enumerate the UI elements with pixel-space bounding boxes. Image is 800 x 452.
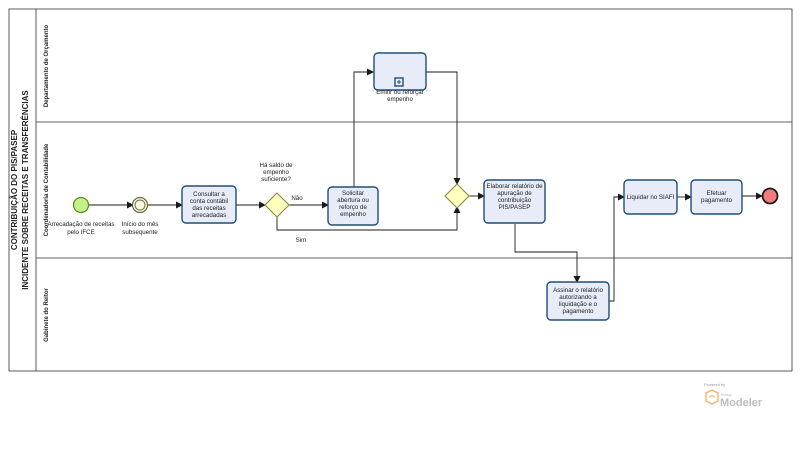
bizagi-logo-icon (705, 389, 719, 405)
task-assinar-label: Assinar o relatório (553, 287, 603, 294)
task-liquidar-label: Liquidar no SIAFI (627, 194, 675, 201)
subprocess-emitir[interactable] (373, 52, 427, 91)
pool-title-line2: INCIDENTE SOBRE RECEITAS E TRANSFERÊNCIA… (21, 90, 30, 290)
task-elaborar[interactable]: Elaborar relatório de apuração de contri… (483, 179, 546, 224)
flow-gateway-yes (276, 206, 461, 231)
task-elaborar-label: Elaborar relatório de (486, 183, 543, 190)
watermark-brand: Modeler (720, 397, 763, 409)
task-consultar-label: Consultar a (193, 191, 225, 198)
start-event-label-1: Arrecadação de receitas (47, 221, 114, 228)
expand-subprocess-icon[interactable] (394, 77, 404, 87)
task-liquidar[interactable]: Liquidar no SIAFI (623, 179, 678, 215)
task-assinar-label: liquidação e o (559, 301, 598, 308)
bizagi-watermark: Powered by bizagi Modeler (704, 382, 763, 409)
gateway-no-label: Não (291, 195, 303, 202)
task-efetuar-label: Efetuar (707, 190, 727, 197)
task-solicitar-label: abertura ou (337, 197, 369, 204)
sequence-flows (89, 68, 763, 302)
task-solicitar-label: empenho (340, 211, 366, 218)
pool-title-line1: CONTRIBUIÇÃO DO PIS/PASEP (10, 129, 19, 250)
merge-gateway[interactable] (444, 183, 470, 209)
task-assinar-label: pagamento (563, 308, 595, 315)
start-event[interactable] (72, 196, 90, 214)
watermark-powered: Powered by (704, 382, 725, 387)
subprocess-emitir-label-1: Emitir ou reforçar (376, 89, 423, 96)
task-solicitar-label: reforço de (339, 204, 367, 211)
lane-label-orcamento: Departamento de Orçamento (44, 24, 50, 107)
lane-label-contabilidade: Coordenadoria de Contabilidade (44, 143, 50, 236)
task-consultar-label: conta contábil (190, 198, 228, 205)
timer-event[interactable] (131, 196, 149, 214)
flow-solicitar-to-emitir (353, 68, 374, 187)
task-consultar-label: das receitas (192, 205, 225, 212)
task-assinar[interactable]: Assinar o relatório autorizando a liquid… (546, 281, 610, 321)
task-solicitar-label: Solicitar (342, 190, 364, 197)
task-efetuar[interactable]: Efetuar pagamento (690, 179, 743, 215)
flow-assinar-to-liquidar (609, 193, 625, 302)
flow-emitir-to-merge (426, 71, 461, 185)
task-solicitar[interactable]: Solicitar abertura ou reforço de empenho (327, 186, 379, 226)
task-consultar-label: arrecadadas (192, 212, 226, 219)
timer-event-label-2: subsequente (122, 229, 158, 236)
task-efetuar-label: pagamento (701, 197, 733, 204)
task-elaborar-label: apuração de (497, 190, 532, 197)
task-consultar[interactable]: Consultar a conta contábil das receitas … (181, 185, 237, 224)
decision-gateway[interactable] (264, 192, 290, 218)
task-elaborar-label: contribuição (498, 197, 532, 204)
subprocess-emitir-label-2: empenho (387, 96, 413, 103)
timer-event-label-1: Início do mês (122, 221, 159, 228)
flow-elaborar-to-assinar (514, 224, 581, 283)
watermark-brand-small: bizagi (721, 392, 732, 397)
lane-label-gabinete: Gabinete do Reitor (44, 287, 50, 341)
task-assinar-label: autorizando a (559, 294, 597, 301)
gateway-question-3: suficiente? (261, 176, 291, 183)
task-elaborar-label: PIS/PASEP (499, 204, 531, 211)
gateway-question-1: Há saldo de (259, 162, 293, 169)
gateway-question-2: empenho (263, 169, 289, 176)
end-event[interactable] (761, 187, 779, 205)
start-event-label-2: pelo IFCE (67, 229, 95, 236)
gateway-yes-label: Sim (296, 237, 307, 244)
